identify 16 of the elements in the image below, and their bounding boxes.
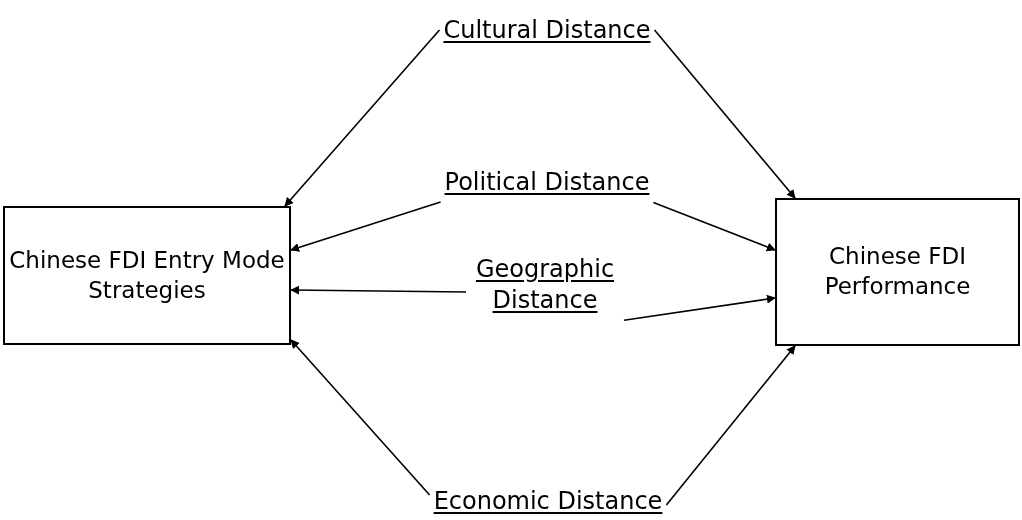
concept-box (775, 198, 1020, 346)
arrow (653, 29, 796, 199)
box-label: Chinese FDI Entry Mode Strategies (8, 245, 286, 305)
arrow (284, 29, 441, 207)
factor-label: Geographic Distance (474, 253, 616, 316)
arrow (623, 294, 776, 321)
factor-label: Economic Distance (433, 486, 663, 518)
concept-box (3, 206, 291, 345)
arrow (290, 201, 442, 252)
factor-label: Political Distance (444, 167, 650, 199)
box-label: Chinese FDI Performance (823, 242, 972, 301)
arrow (290, 339, 431, 496)
arrow (665, 345, 796, 506)
factor-label: Cultural Distance (443, 15, 651, 47)
arrow (290, 285, 467, 295)
arrow (652, 201, 776, 252)
